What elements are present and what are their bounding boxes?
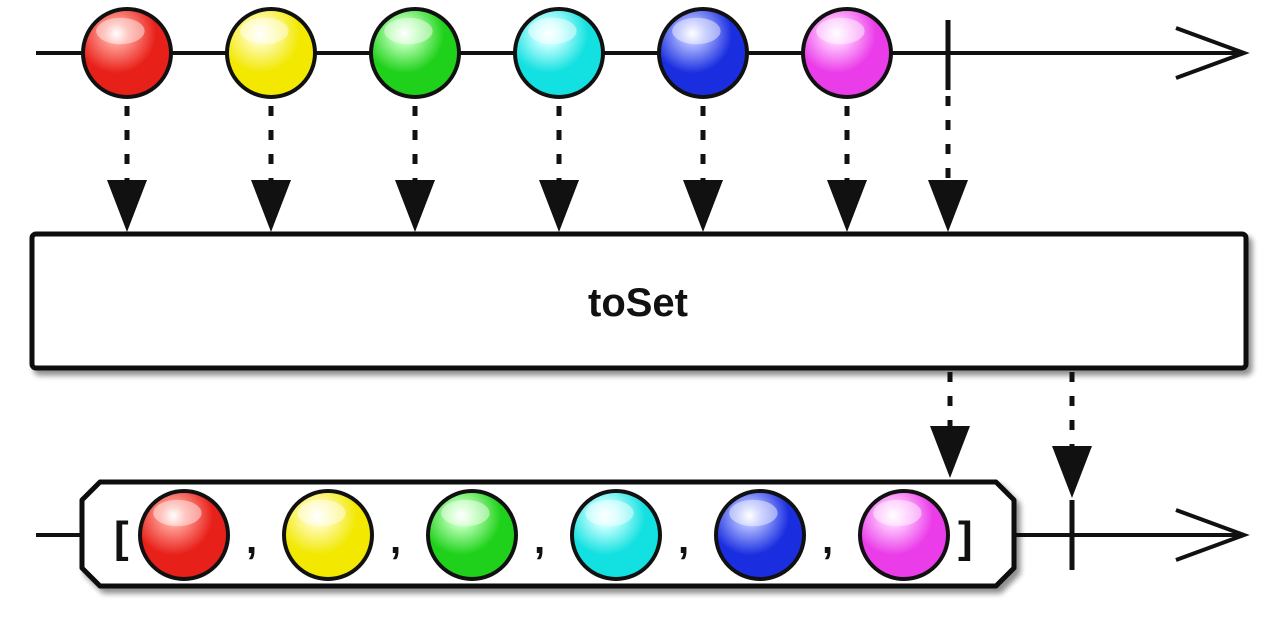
output-separator: , — [822, 518, 833, 562]
input-timeline-arrowhead — [1175, 26, 1250, 80]
input-arrow-cyan — [539, 106, 579, 232]
input-marble-green-highlight — [384, 17, 433, 45]
operator-label: toSet — [588, 281, 688, 325]
input-marbles — [81, 7, 893, 99]
output-marble-blue — [714, 489, 806, 581]
input-marble-cyan — [513, 7, 605, 99]
input-marble-blue — [657, 7, 749, 99]
output-open-bracket: [ — [114, 513, 129, 562]
output-marble-cyan — [570, 489, 662, 581]
input-arrow-magenta — [827, 106, 867, 232]
output-separator: , — [246, 518, 257, 562]
input-marble-magenta — [801, 7, 893, 99]
input-arrow-green — [395, 106, 435, 232]
output-marble-yellow-highlight — [297, 499, 346, 527]
output-marble-green — [426, 489, 518, 581]
output-separator: , — [534, 518, 545, 562]
output-marble-red — [138, 489, 230, 581]
output-marble-magenta-highlight — [873, 499, 922, 527]
input-arrows — [107, 96, 968, 232]
output-separator: , — [678, 518, 689, 562]
input-marble-red-highlight — [96, 17, 145, 45]
input-marble-red-circle — [81, 7, 173, 99]
output-separator: , — [390, 518, 401, 562]
input-marble-magenta-highlight — [816, 17, 865, 45]
input-marble-blue-highlight — [672, 17, 721, 45]
output-marble-red-highlight — [153, 499, 202, 527]
input-marble-green — [369, 7, 461, 99]
input-marble-yellow-highlight — [240, 17, 289, 45]
input-marble-green-circle — [369, 7, 461, 99]
output-marble-yellow — [282, 489, 374, 581]
input-arrow-yellow-head — [251, 180, 291, 232]
output-marble-cyan-highlight — [585, 499, 634, 527]
input-arrow-red — [107, 106, 147, 232]
input-arrow-blue — [683, 106, 723, 232]
output-close-bracket: ] — [958, 513, 973, 562]
output-marbles: ,,,,, — [138, 489, 950, 581]
output-marble-green-highlight — [441, 499, 490, 527]
input-marble-magenta-circle — [801, 7, 893, 99]
output-arrow-set-head — [930, 426, 970, 478]
output-arrow-completion — [1052, 372, 1092, 498]
input-timeline — [36, 20, 1250, 90]
input-arrow-cyan-head — [539, 180, 579, 232]
output-timeline-arrowhead — [1175, 508, 1250, 562]
input-marble-yellow-circle — [225, 7, 317, 99]
input-marble-cyan-circle — [513, 7, 605, 99]
input-arrow-blue-head — [683, 180, 723, 232]
output-marble-red-circle — [138, 489, 230, 581]
output-arrow-set — [930, 372, 970, 478]
output-marble-blue-circle — [714, 489, 806, 581]
input-arrow-completion — [928, 96, 968, 232]
input-arrow-completion-head — [928, 180, 968, 232]
output-marble-yellow-circle — [282, 489, 374, 581]
input-arrow-red-head — [107, 180, 147, 232]
output-marble-magenta-circle — [858, 489, 950, 581]
output-arrow-completion-head — [1052, 446, 1092, 498]
input-marble-yellow — [225, 7, 317, 99]
input-arrow-yellow — [251, 106, 291, 232]
input-arrow-green-head — [395, 180, 435, 232]
input-marble-blue-circle — [657, 7, 749, 99]
output-marble-green-circle — [426, 489, 518, 581]
operator-rect — [29, 231, 1249, 371]
output-marble-blue-highlight — [729, 499, 778, 527]
output-marble-magenta — [858, 489, 950, 581]
output-arrows — [930, 372, 1092, 498]
input-arrow-magenta-head — [827, 180, 867, 232]
input-marble-cyan-highlight — [528, 17, 577, 45]
operator-box — [29, 231, 1249, 371]
output-marble-cyan-circle — [570, 489, 662, 581]
input-marble-red — [81, 7, 173, 99]
